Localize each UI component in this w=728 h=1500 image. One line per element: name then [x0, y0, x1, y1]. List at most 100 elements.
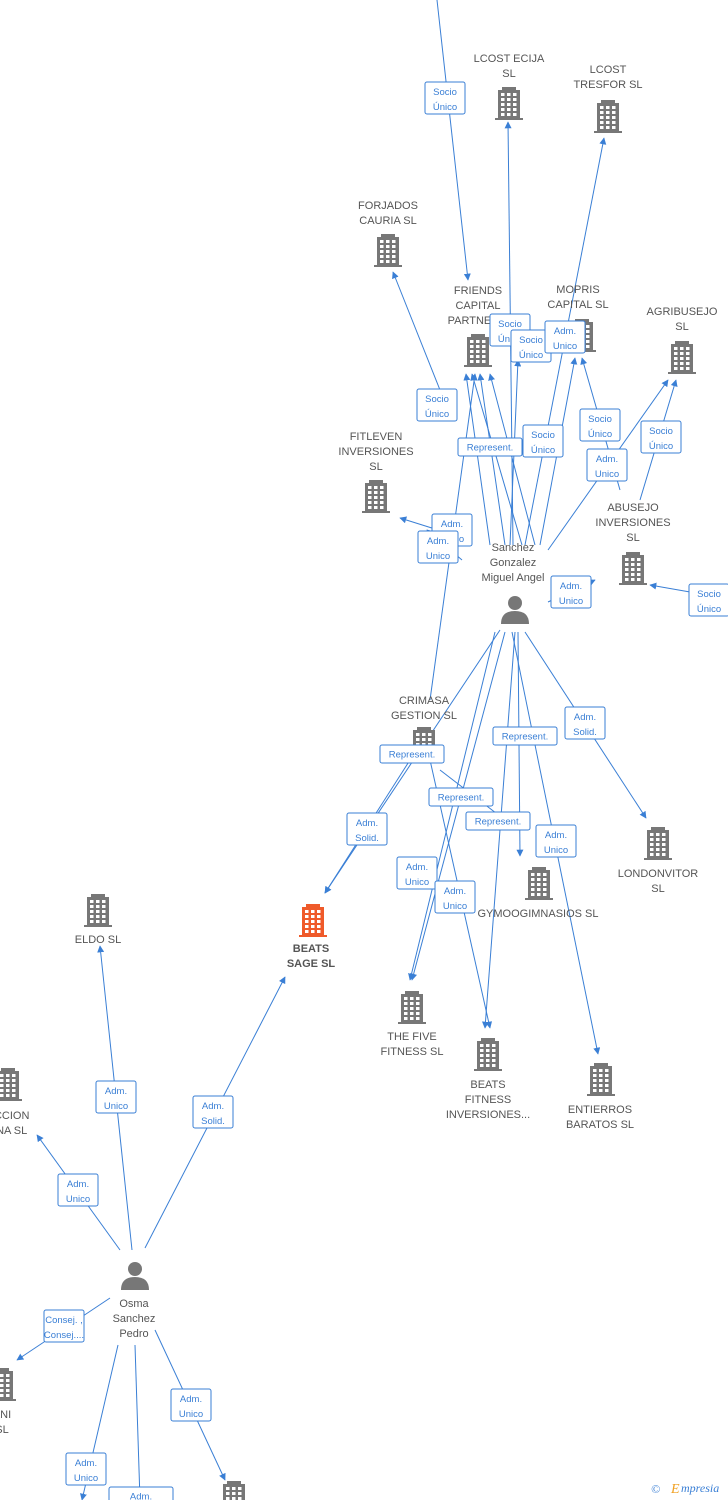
building-icon	[374, 234, 402, 267]
relation-label-box[interactable]: Represent.	[457, 437, 523, 457]
relation-label-box[interactable]: Adm.Solid.	[564, 706, 606, 740]
relation-text: Único	[649, 441, 673, 452]
company-node-accion-ana[interactable]: ACCIONANA SL	[0, 1068, 29, 1137]
building-icon	[525, 867, 553, 900]
company-label: BEATS	[293, 943, 329, 955]
person-label: Pedro	[119, 1328, 148, 1340]
company-node-beats-fitness[interactable]: BEATSFITNESSINVERSIONES...	[446, 1038, 530, 1121]
building-icon	[223, 1481, 245, 1500]
relation-label-box[interactable]: Consej. ,Consej....	[43, 1309, 85, 1343]
relation-text: Unico	[426, 551, 450, 562]
relation-text: Consej. ,	[45, 1315, 83, 1326]
company-node-londonvitor[interactable]: LONDONVITOR SL	[618, 827, 699, 895]
relation-text: Socio	[433, 87, 457, 98]
relation-label-box[interactable]: Represent.	[492, 726, 558, 746]
company-node-bottom-company[interactable]	[220, 1481, 248, 1500]
relation-text: Adm.	[406, 862, 428, 873]
relation-text: Adm.	[554, 326, 576, 337]
relation-text: Unico	[179, 1409, 203, 1420]
building-icon	[0, 1068, 22, 1101]
relation-label-box[interactable]: Represent.	[465, 811, 531, 831]
company-label: ELDO SL	[75, 934, 121, 946]
relation-label-box[interactable]: Adm.Unico	[535, 824, 577, 858]
relation-label-box[interactable]: Adm.Unico	[170, 1388, 212, 1422]
company-label: SL	[369, 461, 382, 473]
relation-text: Socio	[531, 430, 555, 441]
building-icon	[362, 480, 390, 513]
relation-text: Único	[519, 350, 543, 361]
relationship-edge	[463, 373, 491, 546]
building-icon	[84, 894, 112, 927]
relation-text: Único	[433, 102, 457, 113]
company-label: CAPITAL	[455, 300, 500, 312]
relation-text: Adm.	[441, 519, 463, 530]
relation-text: Único	[531, 445, 555, 456]
brand-initial: E	[670, 1482, 680, 1497]
relation-text: Adm.	[75, 1458, 97, 1469]
company-label: FORJADOS	[358, 200, 418, 212]
copyright-symbol: ©	[651, 1482, 660, 1496]
company-label: SL	[651, 883, 664, 895]
person-icon	[121, 1262, 149, 1290]
company-label: CRIMASA	[399, 695, 450, 707]
relation-label-box[interactable]: Adm.Unico	[417, 530, 459, 564]
relation-text: Único	[498, 334, 522, 345]
company-node-gymoogimnasios[interactable]: GYMOOGIMNASIOS SL	[477, 867, 599, 920]
company-label: ENTIERROS	[568, 1104, 632, 1116]
company-node-eldo[interactable]: ELDO SL	[75, 894, 121, 946]
relation-label-box[interactable]: Adm.Unico	[57, 1173, 99, 1207]
relation-text: Socio	[697, 589, 721, 600]
building-icon	[299, 904, 327, 937]
company-label: LONDONVITOR	[618, 868, 699, 880]
relation-label-box[interactable]: Adm.Unico	[434, 880, 476, 914]
relation-text: Adm.	[105, 1086, 127, 1097]
relation-label-box[interactable]: Represent.	[428, 787, 494, 807]
relation-label-box[interactable]: Adm.Unico	[65, 1452, 107, 1486]
relation-label-box[interactable]: Adm.Unico	[586, 448, 628, 482]
relation-label-box[interactable]: Adm.Solid.	[192, 1095, 234, 1129]
person-label: Sanchez	[113, 1313, 156, 1325]
company-label: THE FIVE	[387, 1031, 437, 1043]
relation-label-box[interactable]: Adm.Unico	[396, 856, 438, 890]
relation-label-box[interactable]: Adm. Unico	[544, 320, 586, 354]
relationship-edge	[488, 373, 536, 546]
company-label: ACCION	[0, 1110, 29, 1122]
relation-text: Único	[425, 409, 449, 420]
relation-label-box[interactable]: Adm.Solid.	[346, 812, 388, 846]
relation-label-box[interactable]: Adm.Unico	[95, 1080, 137, 1114]
building-icon	[668, 341, 696, 374]
relation-label-box[interactable]: Adm.	[108, 1486, 174, 1500]
relation-text: Socio	[588, 414, 612, 425]
relation-text: Unico	[553, 341, 577, 352]
relation-text: Unico	[595, 469, 619, 480]
company-node-ani[interactable]: ANISL	[0, 1368, 16, 1436]
relation-label-box[interactable]: Adm.Unico	[550, 575, 592, 609]
company-label: CAPITAL SL	[547, 299, 608, 311]
relation-text: Adm.	[444, 886, 466, 897]
building-icon	[587, 1063, 615, 1096]
relation-text: Adm.	[574, 712, 596, 723]
relation-label-box[interactable]: Represent.	[379, 744, 445, 764]
relationship-edge	[436, 0, 471, 281]
relation-text: Socio	[425, 394, 449, 405]
relation-text: Adm.	[130, 1492, 152, 1500]
